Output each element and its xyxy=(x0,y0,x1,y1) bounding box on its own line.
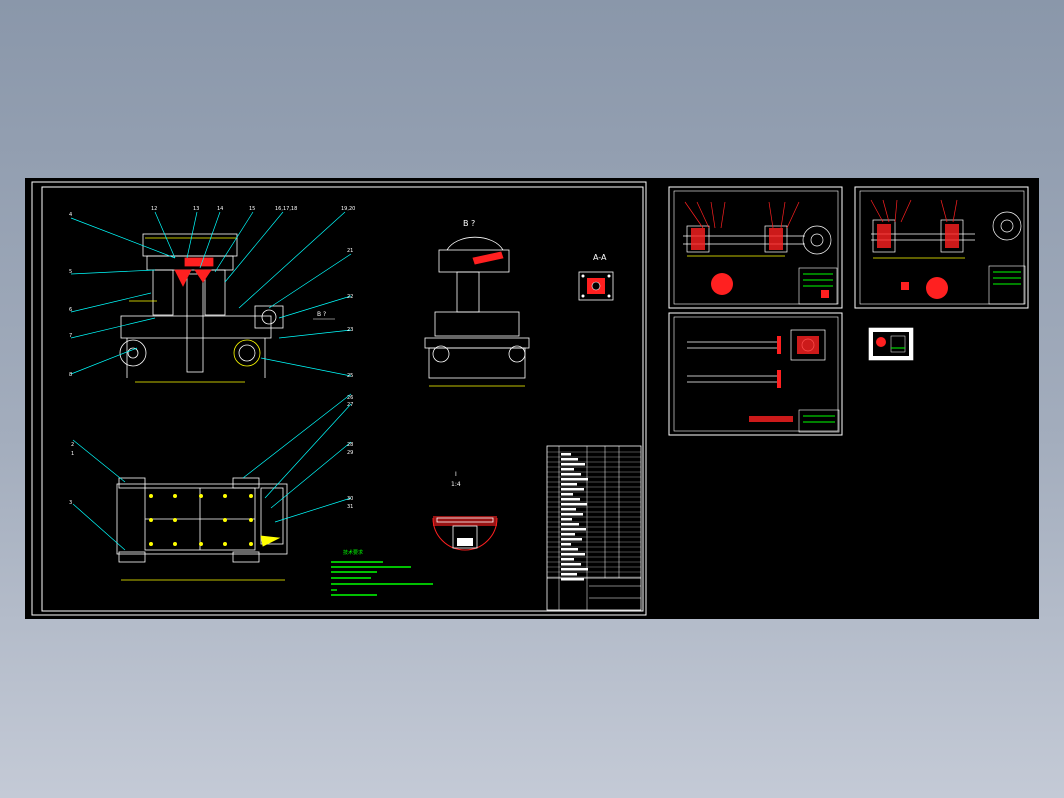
front-view xyxy=(119,233,284,383)
detail-scale: 1:4 xyxy=(451,481,461,488)
sheet-3 xyxy=(854,186,1029,309)
balloon: 19,20 xyxy=(341,206,355,212)
parts-list-cell xyxy=(561,533,575,536)
balloon: 7 xyxy=(69,333,72,339)
balloon: 16,17,18 xyxy=(275,206,297,212)
balloon: 4 xyxy=(69,212,72,218)
parts-list-cell xyxy=(561,518,572,521)
parts-list-cell xyxy=(561,513,583,516)
parts-list-cell xyxy=(561,453,571,456)
parts-list-cell xyxy=(561,468,574,471)
sheet-4 xyxy=(668,312,843,436)
balloons-top: 12 13 14 15 16,17,18 19,20 xyxy=(151,206,355,212)
parts-list-cell xyxy=(561,463,585,466)
sheet-2-frame xyxy=(668,186,843,309)
balloon: 26 xyxy=(347,395,353,401)
parts-list-cell xyxy=(561,483,577,486)
balloons-left: 4 5 6 7 8 3 xyxy=(69,212,72,506)
technical-notes xyxy=(331,561,433,596)
parts-list-cell xyxy=(561,528,586,531)
detail-i-view xyxy=(432,516,498,551)
parts-list-cell xyxy=(561,543,571,546)
parts-list-cell xyxy=(561,538,582,541)
balloon: 25 xyxy=(347,373,353,379)
parts-list-table xyxy=(546,445,642,611)
plan-view xyxy=(116,477,288,581)
parts-list-cell xyxy=(561,493,573,496)
balloon: 29 xyxy=(347,450,353,456)
parts-list-cell xyxy=(561,488,584,491)
parts-list-cell xyxy=(561,503,587,506)
parts-list-cell xyxy=(561,548,578,551)
parts-list-cell xyxy=(561,478,588,481)
parts-list-cell xyxy=(561,508,576,511)
balloon: 5 xyxy=(69,269,72,275)
parts-list-cell xyxy=(561,523,579,526)
parts-list-cell xyxy=(561,498,580,501)
section-b-label: B ? xyxy=(463,219,475,228)
balloon: 23 xyxy=(347,327,353,333)
plan-view-leaders xyxy=(72,393,352,551)
main-sheet: 12 13 14 15 16,17,18 19,20 4 5 6 7 8 3 2… xyxy=(31,181,647,616)
balloon: 13 xyxy=(193,206,199,212)
balloon: 22 xyxy=(347,294,353,300)
parts-list-cell xyxy=(561,553,585,556)
balloon: 21 xyxy=(347,248,353,254)
plan-view-bolts xyxy=(149,494,253,546)
parts-list-rows xyxy=(547,451,641,581)
balloon: 28 xyxy=(347,442,353,448)
balloon: 15 xyxy=(249,206,255,212)
section-aa-label: A-A xyxy=(593,253,607,262)
balloon: 1 xyxy=(71,451,74,457)
section-aa-view xyxy=(578,271,614,301)
sheet-4-frame xyxy=(668,312,843,436)
balloon: 14 xyxy=(217,206,223,212)
balloon: 3 xyxy=(69,500,72,506)
detail-label: I xyxy=(455,471,457,478)
parts-list-cell xyxy=(561,473,581,476)
parts-list-cell xyxy=(561,568,588,571)
thumbnail-sheet xyxy=(868,327,914,361)
balloon: 2 xyxy=(71,442,74,448)
balloon: 31 xyxy=(347,504,353,510)
balloon: 8 xyxy=(69,372,72,378)
sheet-2 xyxy=(668,186,843,309)
section-b-view xyxy=(424,236,530,387)
balloon: 12 xyxy=(151,206,157,212)
balloons-right: 21 22 23 25 26 27 xyxy=(347,248,353,408)
parts-list-cell xyxy=(561,458,578,461)
parts-list-cell xyxy=(561,573,577,576)
parts-list-cell xyxy=(561,578,584,581)
notes-title: 技术要求 xyxy=(343,549,363,556)
balloon: 30 xyxy=(347,496,353,502)
front-view-leaders xyxy=(70,211,352,377)
balloons-lower: 2 1 28 29 30 31 xyxy=(71,442,353,510)
sheet-3-frame xyxy=(854,186,1029,309)
main-sheet-outer-frame xyxy=(31,181,647,616)
drawing-canvas: 12 13 14 15 16,17,18 19,20 4 5 6 7 8 3 2… xyxy=(31,181,1029,616)
main-sheet-inner-frame xyxy=(41,186,644,612)
cad-viewport[interactable]: 12 13 14 15 16,17,18 19,20 4 5 6 7 8 3 2… xyxy=(25,178,1039,619)
balloon: 6 xyxy=(69,307,72,313)
view-b-label: B ? xyxy=(317,311,326,318)
parts-list-cell xyxy=(561,558,574,561)
parts-list-cell xyxy=(561,563,581,566)
